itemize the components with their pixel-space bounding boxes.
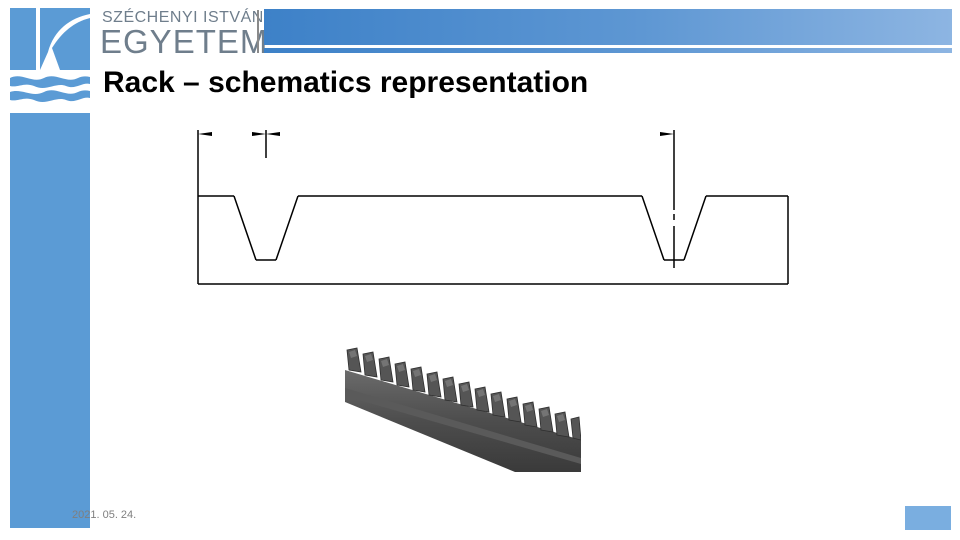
university-name-line1: SZÉCHENYI ISTVÁN xyxy=(102,9,264,26)
gear-rack-photo xyxy=(345,347,581,472)
dimension-arrow-right xyxy=(660,132,674,136)
page-number-box xyxy=(905,506,951,530)
university-logo-icon xyxy=(10,8,90,106)
header-band xyxy=(264,9,952,45)
tooth-gap-left-flank xyxy=(233,195,257,261)
rack-profile-schematic xyxy=(197,130,789,285)
header-rule xyxy=(264,48,952,53)
left-accent-column xyxy=(10,113,90,528)
tooth-gap-right-flank xyxy=(641,195,665,261)
dimension-arrow-tooth-right xyxy=(266,132,280,136)
tooth-gap-right-flank-2 xyxy=(683,195,707,261)
dimension-arrow-tooth-left xyxy=(252,132,266,136)
tooth-gap-left-flank-2 xyxy=(275,195,299,261)
logo-divider xyxy=(257,10,259,53)
slide-title: Rack – schematics representation xyxy=(103,66,589,99)
university-wordmark: SZÉCHENYI ISTVÁN EGYETEM xyxy=(98,8,267,60)
footer-date: 2021. 05. 24. xyxy=(72,509,137,521)
dimension-arrow-left xyxy=(198,132,212,136)
university-name-line2: EGYETEM xyxy=(100,23,269,60)
